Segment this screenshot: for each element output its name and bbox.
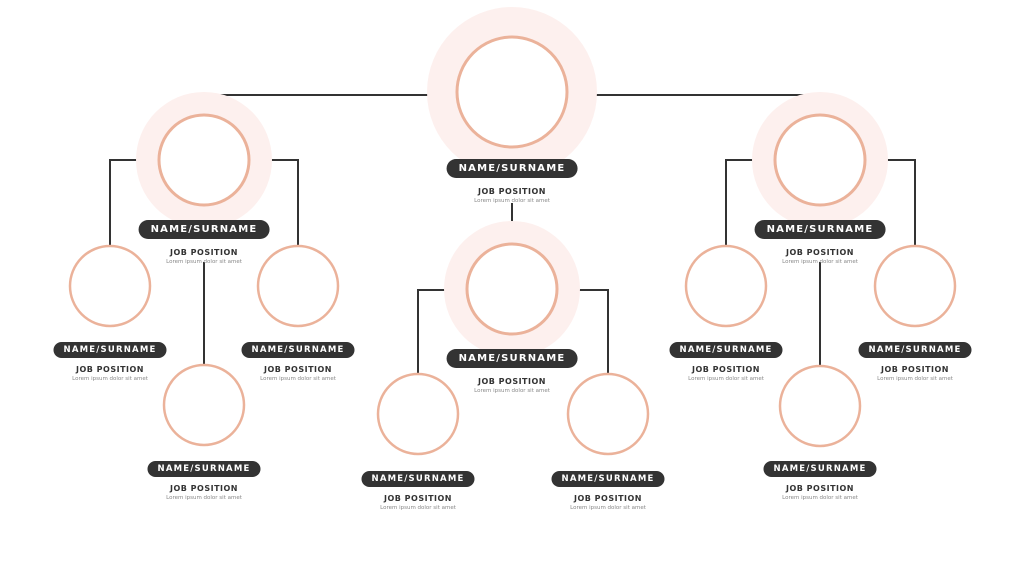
name-badge[interactable]: NAME/SURNAME bbox=[551, 471, 665, 487]
node-label-left-staff-3: NAME/SURNAME JOB POSITION Lorem ipsum dolo… bbox=[147, 456, 261, 501]
avatar-ring bbox=[455, 35, 569, 149]
node-ceo[interactable] bbox=[427, 7, 597, 177]
job-description: Lorem ipsum dolor sit amet bbox=[877, 376, 953, 382]
job-position: JOB POSITION bbox=[574, 494, 642, 503]
job-position: JOB POSITION bbox=[881, 365, 949, 374]
avatar-ring bbox=[773, 113, 867, 207]
job-position: JOB POSITION bbox=[169, 248, 238, 257]
node-label-right-staff-3: NAME/SURNAME JOB POSITION Lorem ipsum dolo… bbox=[763, 456, 877, 501]
node-left-manager[interactable] bbox=[136, 92, 272, 228]
name-badge[interactable]: NAME/SURNAME bbox=[446, 159, 578, 178]
job-position: JOB POSITION bbox=[264, 365, 332, 374]
avatar-ring bbox=[465, 242, 559, 336]
node-right-staff-3[interactable] bbox=[778, 364, 862, 448]
node-label-right-staff-2: NAME/SURNAME JOB POSITION Lorem ipsum dolo… bbox=[858, 337, 972, 382]
node-center-staff-1[interactable] bbox=[376, 372, 460, 456]
avatar-ring bbox=[157, 113, 251, 207]
node-center-manager[interactable] bbox=[444, 221, 580, 357]
name-badge[interactable]: NAME/SURNAME bbox=[241, 342, 355, 358]
job-description: Lorem ipsum dolor sit amet bbox=[474, 388, 550, 394]
name-badge[interactable]: NAME/SURNAME bbox=[858, 342, 972, 358]
job-description: Lorem ipsum dolor sit amet bbox=[782, 259, 858, 265]
job-description: Lorem ipsum dolor sit amet bbox=[380, 505, 456, 511]
avatar-ring bbox=[778, 364, 862, 448]
name-badge[interactable]: NAME/SURNAME bbox=[361, 471, 475, 487]
job-description: Lorem ipsum dolor sit amet bbox=[474, 198, 550, 204]
job-description: Lorem ipsum dolor sit amet bbox=[72, 376, 148, 382]
job-position: JOB POSITION bbox=[692, 365, 760, 374]
node-left-staff-3[interactable] bbox=[162, 363, 246, 447]
node-label-center-staff-2: NAME/SURNAME JOB POSITION Lorem ipsum dolo… bbox=[551, 466, 665, 511]
node-left-staff-1[interactable] bbox=[68, 244, 152, 328]
avatar-ring bbox=[162, 363, 246, 447]
name-badge[interactable]: NAME/SURNAME bbox=[763, 461, 877, 477]
job-position: JOB POSITION bbox=[76, 365, 144, 374]
avatar-ring bbox=[376, 372, 460, 456]
name-badge[interactable]: NAME/SURNAME bbox=[669, 342, 783, 358]
node-label-ceo: NAME/SURNAME JOB POSITION Lorem ipsum dolo… bbox=[446, 156, 578, 204]
job-position: JOB POSITION bbox=[170, 484, 238, 493]
node-label-left-staff-2: NAME/SURNAME JOB POSITION Lorem ipsum dolo… bbox=[241, 337, 355, 382]
node-label-right-staff-1: NAME/SURNAME JOB POSITION Lorem ipsum dolo… bbox=[669, 337, 783, 382]
node-label-center-manager: NAME/SURNAME JOB POSITION Lorem ipsum dolo… bbox=[446, 346, 578, 394]
job-description: Lorem ipsum dolor sit amet bbox=[570, 505, 646, 511]
name-badge[interactable]: NAME/SURNAME bbox=[754, 220, 886, 239]
name-badge[interactable]: NAME/SURNAME bbox=[53, 342, 167, 358]
name-badge[interactable]: NAME/SURNAME bbox=[446, 349, 578, 368]
job-description: Lorem ipsum dolor sit amet bbox=[688, 376, 764, 382]
node-label-center-staff-1: NAME/SURNAME JOB POSITION Lorem ipsum dolo… bbox=[361, 466, 475, 511]
node-label-right-manager: NAME/SURNAME JOB POSITION Lorem ipsum dolo… bbox=[754, 217, 886, 265]
job-description: Lorem ipsum dolor sit amet bbox=[166, 259, 242, 265]
node-right-staff-2[interactable] bbox=[873, 244, 957, 328]
node-right-staff-1[interactable] bbox=[684, 244, 768, 328]
node-center-staff-2[interactable] bbox=[566, 372, 650, 456]
job-position: JOB POSITION bbox=[786, 484, 854, 493]
avatar-ring bbox=[873, 244, 957, 328]
job-description: Lorem ipsum dolor sit amet bbox=[166, 495, 242, 501]
job-position: JOB POSITION bbox=[477, 377, 546, 386]
job-position: JOB POSITION bbox=[477, 187, 546, 196]
node-left-staff-2[interactable] bbox=[256, 244, 340, 328]
avatar-ring bbox=[256, 244, 340, 328]
node-label-left-staff-1: NAME/SURNAME JOB POSITION Lorem ipsum dolo… bbox=[53, 337, 167, 382]
job-position: JOB POSITION bbox=[384, 494, 452, 503]
name-badge[interactable]: NAME/SURNAME bbox=[147, 461, 261, 477]
node-label-left-manager: NAME/SURNAME JOB POSITION Lorem ipsum dolo… bbox=[138, 217, 270, 265]
job-position: JOB POSITION bbox=[785, 248, 854, 257]
avatar-ring bbox=[684, 244, 768, 328]
name-badge[interactable]: NAME/SURNAME bbox=[138, 220, 270, 239]
avatar-ring bbox=[68, 244, 152, 328]
avatar-ring bbox=[566, 372, 650, 456]
job-description: Lorem ipsum dolor sit amet bbox=[782, 495, 858, 501]
node-right-manager[interactable] bbox=[752, 92, 888, 228]
job-description: Lorem ipsum dolor sit amet bbox=[260, 376, 336, 382]
